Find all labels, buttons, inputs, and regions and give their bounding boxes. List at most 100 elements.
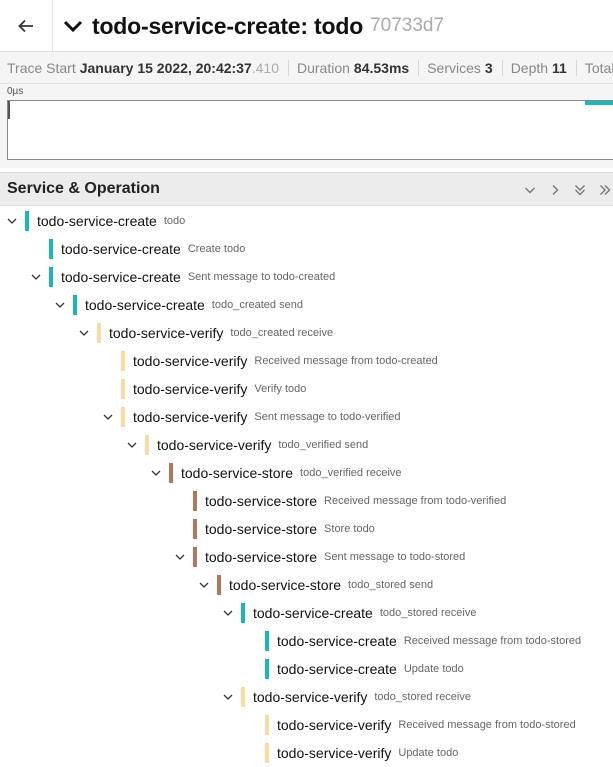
back-button[interactable] [0, 0, 53, 52]
span-toggle[interactable] [29, 270, 43, 284]
span-operation-name: Store todo [324, 523, 375, 535]
minimap-viewport[interactable] [7, 100, 613, 160]
service-color-bar [49, 239, 53, 259]
service-color-bar [265, 715, 269, 735]
service-color-bar [145, 435, 149, 455]
service-color-bar [121, 379, 125, 399]
collapse-all-button[interactable] [572, 182, 588, 198]
chevron-down-icon [7, 218, 17, 224]
double-chevron-down-icon [575, 185, 585, 196]
span-toggle[interactable] [101, 410, 115, 424]
service-color-bar [217, 575, 221, 595]
span-operation-name: todo_verified receive [300, 467, 402, 479]
service-color-bar [265, 631, 269, 651]
span-toggle[interactable] [173, 550, 187, 564]
span-row[interactable]: todo-service-create todo_created send [0, 291, 613, 319]
span-toggle[interactable] [221, 606, 235, 620]
service-color-bar [241, 687, 245, 707]
trace-header: todo-service-create: todo 70733d7 [0, 0, 613, 52]
trace-minimap[interactable]: 0µs [0, 84, 613, 168]
span-service-name: todo-service-verify [277, 745, 392, 761]
trace-duration: Duration 84.53ms [297, 59, 420, 76]
span-operation-name: Create todo [187, 243, 246, 255]
chevron-down-icon [223, 610, 233, 616]
expand-one-button[interactable] [547, 182, 563, 198]
trace-title[interactable]: todo-service-create: todo 70733d7 [62, 0, 444, 52]
chevron-down-icon [223, 694, 233, 700]
trace-total: Total [584, 59, 613, 76]
tree-controls [522, 173, 613, 207]
span-operation-name: Sent message to todo-verified [254, 411, 401, 423]
span-service-name: todo-service-create [85, 297, 205, 313]
span-row[interactable]: todo-service-create Received message from… [0, 627, 613, 655]
span-operation-name: Verify todo [254, 383, 307, 395]
span-toggle[interactable] [125, 438, 139, 452]
span-toggle[interactable] [77, 326, 91, 340]
span-toggle[interactable] [53, 298, 67, 312]
minimap-left-handle[interactable] [8, 101, 10, 119]
span-operation-name: todo_created send [211, 299, 303, 311]
expand-all-button[interactable] [597, 182, 613, 198]
chevron-right-icon [552, 185, 559, 195]
span-service-name: todo-service-store [205, 493, 318, 509]
span-service-name: todo-service-verify [133, 353, 248, 369]
span-toggle[interactable] [5, 214, 19, 228]
arrow-left-icon [18, 19, 33, 33]
span-toggle[interactable] [221, 690, 235, 704]
span-toggle[interactable] [197, 578, 211, 592]
chevron-down-icon [151, 470, 161, 476]
service-color-bar [25, 211, 29, 231]
trace-start: Trace Start January 15 2022, 20:42:37.41… [7, 59, 289, 76]
span-service-name: todo-service-verify [157, 437, 272, 453]
collapse-one-button[interactable] [522, 182, 538, 198]
trace-depth: Depth 11 [511, 59, 577, 76]
span-operation-name: Received message from todo-stored [403, 635, 582, 647]
chevron-down-icon [525, 187, 535, 194]
chevron-down-icon [79, 330, 89, 336]
span-service-name: todo-service-create [277, 633, 397, 649]
service-operation-header: Service & Operation [0, 172, 613, 206]
span-service-name: todo-service-create [277, 661, 397, 677]
chevron-down-icon[interactable] [62, 15, 84, 37]
service-color-bar [73, 295, 77, 315]
span-service-name: todo-service-create [253, 605, 373, 621]
chevron-down-icon [55, 302, 65, 308]
service-color-bar [121, 407, 125, 427]
span-operation-name: todo_created receive [230, 327, 334, 339]
minimap-span-bar [585, 101, 613, 105]
span-service-name: todo-service-store [229, 577, 342, 593]
chevron-down-icon [127, 442, 137, 448]
span-row[interactable]: todo-service-store Received message from … [0, 487, 613, 515]
span-toggle[interactable] [149, 466, 163, 480]
span-operation-name: Received message from todo-verified [324, 495, 507, 507]
service-color-bar [265, 659, 269, 679]
span-operation-name: Sent message to todo-created [187, 271, 336, 283]
span-row-content: todo-service-create Received message from… [245, 627, 581, 655]
